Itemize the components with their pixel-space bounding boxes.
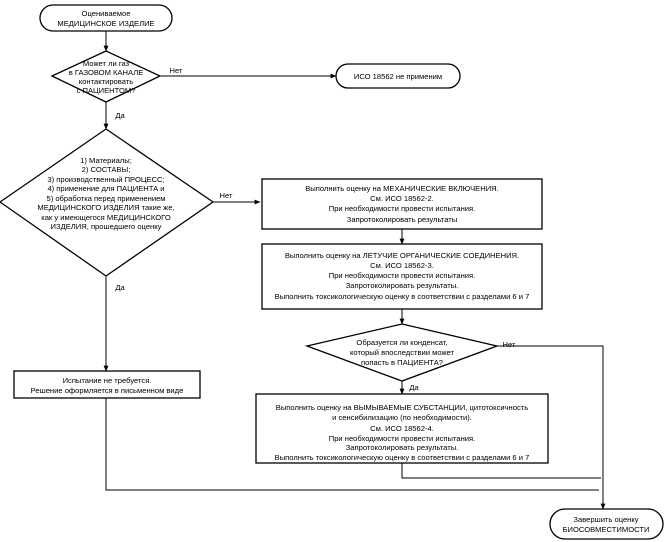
- voc-line-5: Выполнить токсикологическую оценку в соо…: [275, 292, 530, 301]
- q3-line-2: который впоследствии может: [350, 348, 455, 357]
- q2-line-2: 2) СОСТАВЫ;: [82, 165, 131, 174]
- mech-line-2: См. ИСО 18562-2.: [370, 194, 434, 203]
- decision-same-as-existing: 1) Материалы; 2) СОСТАВЫ; 3) производств…: [0, 128, 233, 292]
- box-leachable-substances: Выполнить оценку на ВЫМЫВАЕМЫЕ СУБСТАНЦИ…: [255, 393, 549, 464]
- voc-line-4: Запротоколировать результаты.: [346, 281, 459, 290]
- q2-line-8: ИЗДЕЛИЯ, прошедшего оценку: [51, 222, 162, 231]
- end-line-2: БИОСОВМЕСТИМОСТИ: [563, 525, 650, 534]
- end-line-1: Завершить оценку: [573, 515, 638, 524]
- q2-line-5: 5) обработка перед применением: [46, 194, 165, 203]
- notest-line-1: Испытание не требуется.: [63, 376, 152, 385]
- q2-line-3: 3) производственный ПРОЦЕСС;: [47, 175, 164, 184]
- leach-line-4: При необходимости провести испытания.: [329, 434, 476, 443]
- leach-line-5: Запротоколировать результаты.: [346, 443, 459, 452]
- q3-line-3: попасть в ПАЦИЕНТА?: [361, 358, 443, 367]
- q2-line-1: 1) Материалы;: [80, 156, 132, 165]
- end-terminal: Завершить оценку БИОСОВМЕСТИМОСТИ: [549, 508, 664, 540]
- q2-yes-label: Да: [115, 283, 125, 292]
- q2-line-6: МЕДИЦИНСКОГО ИЗДЕЛИЯ такие же,: [37, 203, 174, 212]
- decision-gas-contact: Может ли газ в ГАЗОВОМ КАНАЛЕ контактиро…: [50, 50, 183, 120]
- mech-line-3: При необходимости провести испытания.: [329, 204, 476, 213]
- q2-line-7: как у имеющегося МЕДИЦИНСКОГО: [41, 213, 171, 222]
- mech-line-4: Запротоколировать результаты: [347, 215, 457, 224]
- q1-line-2: в ГАЗОВОМ КАНАЛЕ: [69, 68, 144, 77]
- voc-line-3: При необходимости провести испытания.: [329, 271, 476, 280]
- q1-line-4: с ПАЦИЕНТОМ?: [77, 86, 136, 95]
- q3-line-1: Образуется ли конденсат,: [356, 338, 447, 347]
- q1-line-3: контактировать: [79, 77, 133, 86]
- leach-line-2: и сенсибилизацию (по необходимости).: [332, 413, 472, 422]
- q3-no-label: Нет: [503, 340, 516, 349]
- box-volatile-organic-compounds: Выполнить оценку на ЛЕТУЧИЕ ОРГАНИЧЕСКИЕ…: [261, 243, 543, 310]
- arrow-q3-no: [497, 345, 606, 510]
- not-applicable-terminal: ИСО 18562 не применим: [335, 63, 461, 89]
- mech-line-1: Выполнить оценку на МЕХАНИЧЕСКИЕ ВКЛЮЧЕН…: [305, 184, 499, 193]
- leach-line-1: Выполнить оценку на ВЫМЫВАЕМЫЕ СУБСТАНЦИ…: [276, 403, 528, 412]
- decision-condensate: Образуется ли конденсат, который впослед…: [304, 323, 516, 392]
- line-leach-to-end: [401, 463, 601, 479]
- start-line-2: МЕДИЦИНСКОЕ ИЗДЕЛИЕ: [57, 19, 154, 28]
- leach-line-3: См. ИСО 18562-4.: [370, 424, 434, 433]
- not-applicable-text: ИСО 18562 не применим: [354, 72, 442, 81]
- start-line-1: Оцениваемое: [82, 9, 131, 18]
- q1-no-label: Нет: [170, 66, 183, 75]
- start-terminal: Оцениваемое МЕДИЦИНСКОЕ ИЗДЕЛИЕ: [39, 4, 173, 32]
- voc-line-1: Выполнить оценку на ЛЕТУЧИЕ ОРГАНИЧЕСКИЕ…: [285, 251, 519, 260]
- line-notest-to-end: [105, 398, 599, 491]
- q1-yes-label: Да: [115, 111, 125, 120]
- voc-line-2: См. ИСО 18562-3.: [370, 261, 434, 270]
- connectors: [103, 31, 606, 510]
- q2-no-label: Нет: [220, 191, 233, 200]
- leach-line-6: Выполнить токсикологическую оценку в соо…: [275, 453, 530, 462]
- q2-line-4: 4) применение для ПАЦИЕНТА и: [47, 184, 164, 193]
- box-mechanical-inclusions: Выполнить оценку на МЕХАНИЧЕСКИЕ ВКЛЮЧЕН…: [261, 178, 543, 230]
- box-no-test-required: Испытание не требуется. Решение оформляе…: [13, 370, 201, 399]
- q1-line-1: Может ли газ: [83, 59, 130, 68]
- q3-yes-label: Да: [409, 383, 419, 392]
- notest-line-2: Решение оформляется в письменном виде: [31, 386, 184, 395]
